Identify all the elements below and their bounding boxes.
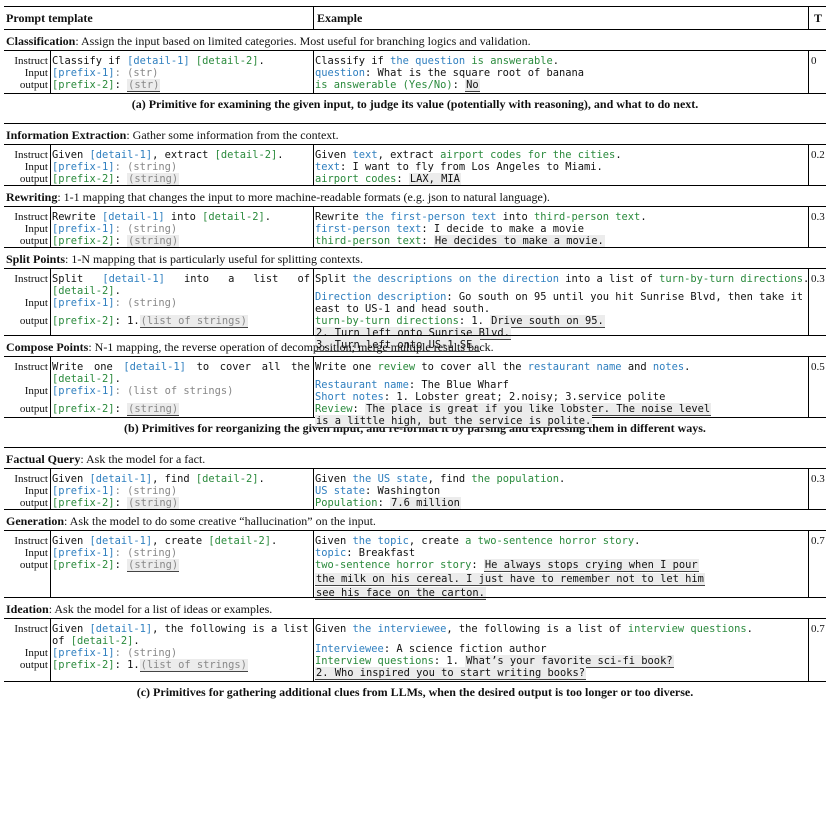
temperature: 0.3 xyxy=(811,273,825,285)
section-factual-query: Factual Query: Ask the model for a fact.… xyxy=(4,452,826,510)
primitive-row: Instruct Input output Rewrite [detail-1]… xyxy=(4,206,826,248)
caption-a: (a) Primitive for examining the given in… xyxy=(131,97,699,111)
primitive-row: Instruct Input output Given [detail-1], … xyxy=(4,144,826,186)
temperature: 0.7 xyxy=(811,623,825,635)
section-rewriting: Rewriting: 1-1 mapping that changes the … xyxy=(4,185,826,248)
section-split-points: Split Points: 1-N mapping that is partic… xyxy=(4,247,826,352)
primitive-row: Instruct Input output Classify if [detai… xyxy=(4,50,826,93)
temperature: 0.2 xyxy=(811,149,825,161)
section-information-extraction: Information Extraction: Gather some info… xyxy=(4,128,826,186)
table-header: Prompt template Example T xyxy=(4,6,826,30)
prompt-template: Classify if [detail-1] [detail-2]. [pref… xyxy=(52,55,265,92)
primitives-table: Prompt template Example T Classification… xyxy=(4,0,826,699)
example: Classify if the question is answerable. … xyxy=(315,55,584,92)
temperature: 0.5 xyxy=(811,361,825,373)
temperature: 0.3 xyxy=(811,473,825,485)
header-t: T xyxy=(814,11,823,25)
section-ideation: Ideation: Ask the model for a list of id… xyxy=(4,597,826,699)
temperature: 0.3 xyxy=(811,211,825,223)
temperature: 0.7 xyxy=(811,535,825,547)
caption-c: (c) Primitives for gathering additional … xyxy=(136,685,694,699)
section-generation: Generation: Ask the model to do some cre… xyxy=(4,509,826,600)
primitive-row: Instruct Input output Given [detail-1], … xyxy=(4,618,826,681)
header-prompt-template: Prompt template xyxy=(6,11,93,25)
section-classification: Classification: Assign the input based o… xyxy=(4,30,826,123)
primitive-row: Instruct Input output Split[detail-1]int… xyxy=(4,268,826,352)
primitive-row: Instruct Input output Given [detail-1], … xyxy=(4,530,826,600)
header-example: Example xyxy=(317,11,363,25)
section-compose-points: Compose Points: N-1 mapping, the reverse… xyxy=(4,335,826,447)
temperature: 0 xyxy=(811,55,817,67)
primitive-row: Instruct Input output Given [detail-1], … xyxy=(4,468,826,510)
section-title: Classification: Assign the input based o… xyxy=(6,34,531,48)
